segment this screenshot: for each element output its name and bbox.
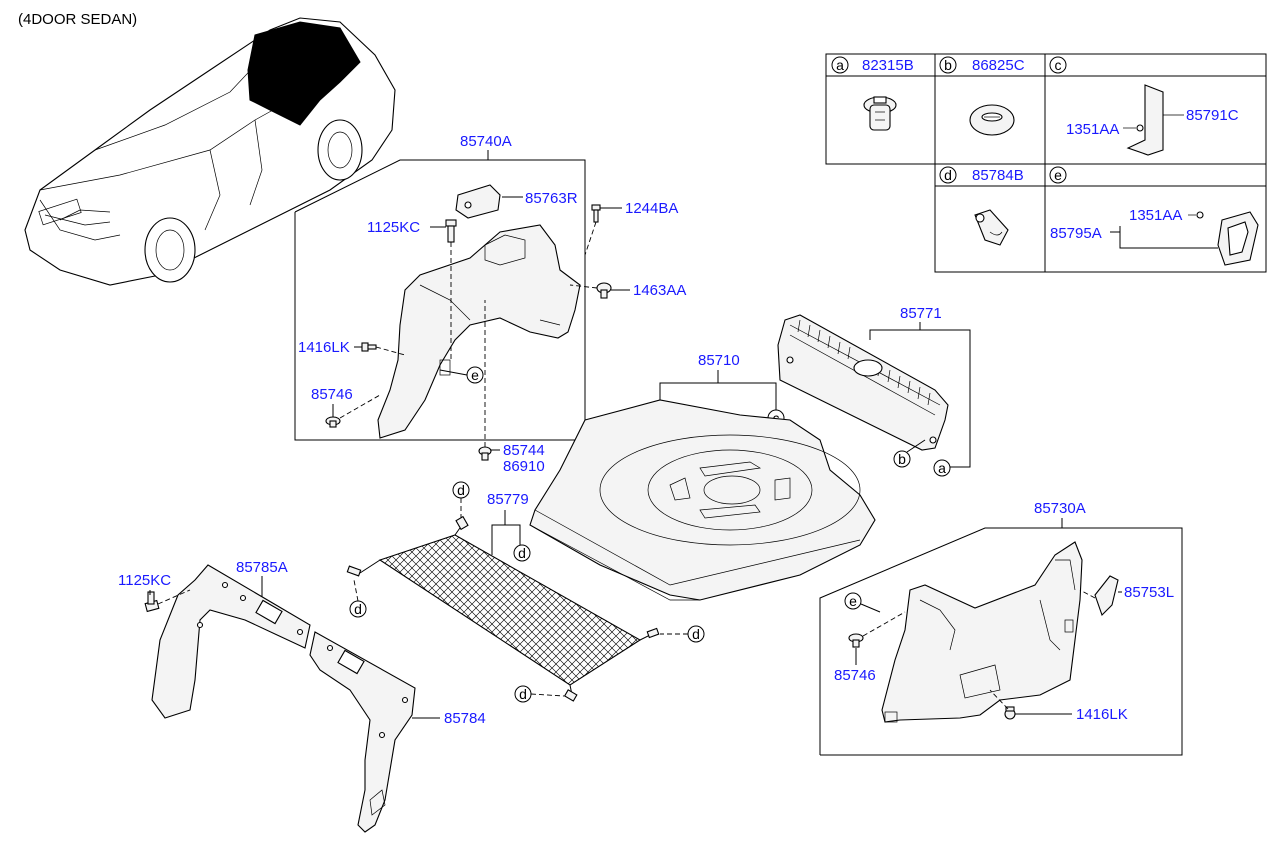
label-85785a[interactable]: 85785A xyxy=(236,559,288,576)
label-85753l[interactable]: 85753L xyxy=(1124,584,1174,601)
legend-part-e-cover[interactable]: 85795A xyxy=(1050,225,1102,242)
bracket-85791c-icon xyxy=(1123,84,1184,156)
transverse-trim-85771: 85771 b a xyxy=(777,305,971,477)
right-trim-assembly-85730a: 85730A 85753L e 85746 1416LK xyxy=(819,500,1183,756)
callout-d-net-center: d xyxy=(518,545,526,561)
hook-85784b-icon xyxy=(974,209,1009,246)
label-1463aa[interactable]: 1463AA xyxy=(633,282,686,299)
label-85730a[interactable]: 85730A xyxy=(1034,500,1086,517)
trunk-highlight xyxy=(247,21,361,126)
label-85771[interactable]: 85771 xyxy=(900,305,942,322)
cover-85753l xyxy=(1094,575,1119,617)
pillar-trim-85784: 85784 xyxy=(309,631,486,833)
clip-1416lk-right xyxy=(1004,706,1016,720)
label-85740a[interactable]: 85740A xyxy=(460,133,512,150)
clip-85746-right xyxy=(848,633,864,648)
label-85746-left[interactable]: 85746 xyxy=(311,386,353,403)
label-1244ba[interactable]: 1244BA xyxy=(625,200,678,217)
label-1125kc-bottom[interactable]: 1125KC xyxy=(118,572,171,589)
pillar-trim-85785a: 85785A 1125KC xyxy=(118,559,311,719)
legend-table: a 82315B b 86825C c 1351AA 85791C xyxy=(825,53,1267,273)
clip-85746-left xyxy=(325,416,341,428)
label-85763r[interactable]: 85763R xyxy=(525,190,578,207)
label-85710[interactable]: 85710 xyxy=(698,352,740,369)
plug-86825c-icon xyxy=(969,104,1015,136)
clip-1463aa xyxy=(596,282,612,299)
bolt-1125kc-bottom xyxy=(144,591,160,613)
callout-a: a xyxy=(938,460,946,476)
screw-1244ba xyxy=(591,204,601,223)
label-1416lk-left[interactable]: 1416LK xyxy=(298,339,350,356)
legend-part-e-nut[interactable]: 1351AA xyxy=(1129,207,1182,224)
legend-letter-a: a xyxy=(836,57,844,73)
label-85746-right[interactable]: 85746 xyxy=(834,667,876,684)
callout-d-net-left: d xyxy=(354,601,362,617)
legend-part-c-nut[interactable]: 1351AA xyxy=(1066,121,1119,138)
legend-part-d[interactable]: 85784B xyxy=(972,167,1024,184)
legend-letter-d: d xyxy=(944,167,952,183)
body-type-title: (4DOOR SEDAN) xyxy=(18,11,137,28)
label-1416lk-right[interactable]: 1416LK xyxy=(1076,706,1128,723)
label-85779[interactable]: 85779 xyxy=(487,491,529,508)
bolt-1125kc-top xyxy=(445,219,457,243)
label-85784[interactable]: 85784 xyxy=(444,710,486,727)
callout-e-left: e xyxy=(471,367,479,383)
clip-82315b-icon xyxy=(863,96,897,131)
callout-d-net-right: d xyxy=(692,626,700,642)
legend-part-c-bracket[interactable]: 85791C xyxy=(1186,107,1239,124)
legend-letter-c: c xyxy=(1055,57,1062,73)
cover-85795a-icon xyxy=(1110,211,1259,266)
trunk-mat-85710: 85710 c xyxy=(529,352,876,601)
callout-c: c xyxy=(773,410,780,426)
legend-letter-e: e xyxy=(1054,167,1062,183)
clip-1416lk-left xyxy=(361,342,377,352)
callout-e-right: e xyxy=(849,593,857,609)
label-86910[interactable]: 86910 xyxy=(503,458,545,475)
callout-b: b xyxy=(898,451,906,467)
label-1125kc-top[interactable]: 1125KC xyxy=(367,219,420,236)
legend-part-b[interactable]: 86825C xyxy=(972,57,1025,74)
clip-85744 xyxy=(478,446,492,461)
luggage-net-85779: 85779 d d d d d xyxy=(346,481,705,703)
cap-85763r xyxy=(455,184,501,219)
legend-part-a[interactable]: 82315B xyxy=(862,57,914,74)
callout-d-net-bottom: d xyxy=(519,686,527,702)
label-85744[interactable]: 85744 xyxy=(503,442,545,459)
car-illustration xyxy=(24,17,396,286)
legend-letter-b: b xyxy=(944,57,952,73)
callout-d-net-top: d xyxy=(457,482,465,498)
left-trim-assembly-85740a: 85740A 85763R 1244BA 1125KC xyxy=(294,133,686,475)
